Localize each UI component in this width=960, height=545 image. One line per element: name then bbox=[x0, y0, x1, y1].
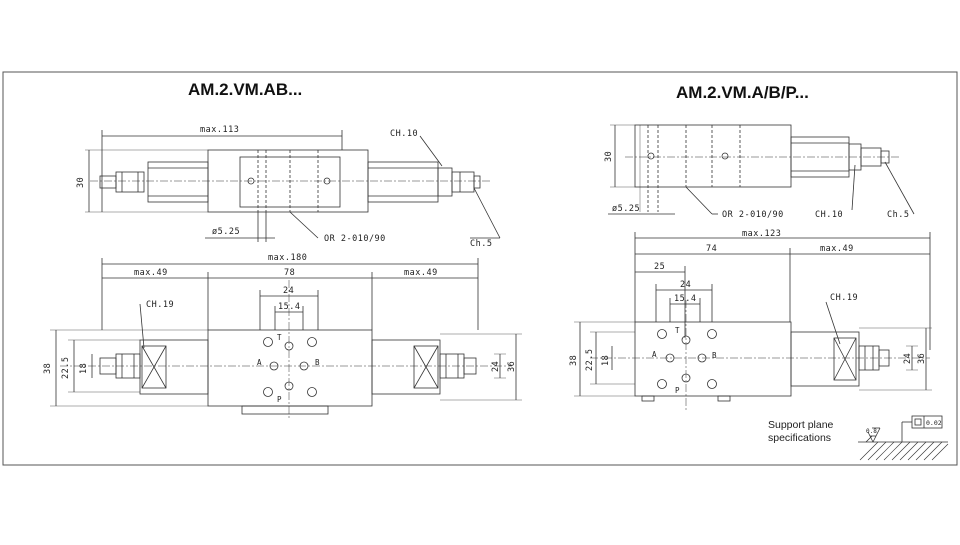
right-bottom-total: max.123 bbox=[742, 229, 781, 239]
left-drawing-title: AM.2.VM.AB... bbox=[188, 80, 303, 99]
right-top-hex-label: CH.10 bbox=[815, 210, 843, 220]
right-v36: 36 bbox=[917, 353, 927, 364]
support-roughness: 0.8 bbox=[866, 428, 877, 435]
right-port-b: B bbox=[712, 351, 717, 360]
left-v18: 18 bbox=[79, 363, 89, 374]
left-top-hole-dia: ø5.25 bbox=[212, 227, 240, 237]
right-top-height: 30 bbox=[604, 151, 614, 162]
right-v22-5: 22.5 bbox=[585, 349, 595, 371]
right-port-t: T bbox=[675, 326, 680, 335]
right-v38: 38 bbox=[569, 355, 579, 366]
right-port-a: A bbox=[652, 350, 657, 359]
right-v18: 18 bbox=[601, 355, 611, 366]
left-v36: 36 bbox=[507, 361, 517, 372]
right-bottom-right: max.49 bbox=[820, 244, 854, 254]
left-port-p: P bbox=[277, 395, 282, 404]
left-bottom-total: max.180 bbox=[268, 253, 307, 263]
left-bottom-view bbox=[50, 258, 522, 420]
right-port-p: P bbox=[675, 386, 680, 395]
right-top-hole-dia: ø5.25 bbox=[612, 204, 640, 214]
left-top-max-length: max.113 bbox=[200, 125, 239, 135]
left-v38: 38 bbox=[43, 363, 53, 374]
left-bottom-right: max.49 bbox=[404, 268, 438, 278]
right-bottom-24: 24 bbox=[680, 280, 691, 290]
right-top-view bbox=[608, 124, 915, 215]
support-line-1: Support plane bbox=[768, 419, 834, 431]
support-line-2: specifications bbox=[768, 432, 832, 444]
right-bottom-74: 74 bbox=[706, 244, 717, 254]
left-port-b: B bbox=[315, 358, 320, 367]
support-plane-label: Support plane specifications bbox=[768, 419, 833, 445]
left-bottom-body: 78 bbox=[284, 268, 295, 278]
left-port-t: T bbox=[277, 333, 282, 342]
left-top-hex-label: CH.10 bbox=[390, 129, 418, 139]
support-plane-symbol bbox=[858, 415, 949, 461]
left-bottom-24: 24 bbox=[283, 286, 294, 296]
right-drawing-title: AM.2.VM.A/B/P... bbox=[676, 83, 809, 102]
right-bottom-hex-label: CH.19 bbox=[830, 293, 858, 303]
left-top-view bbox=[85, 130, 501, 242]
left-v22-5: 22.5 bbox=[61, 357, 71, 379]
left-port-a: A bbox=[257, 358, 262, 367]
right-bottom-25: 25 bbox=[654, 262, 665, 272]
left-v24: 24 bbox=[491, 361, 501, 372]
right-bottom-15-4: 15.4 bbox=[674, 294, 696, 304]
right-v24: 24 bbox=[903, 353, 913, 364]
left-bottom-hex-label: CH.19 bbox=[146, 300, 174, 310]
drawing-frame bbox=[2, 71, 958, 466]
right-top-oring: OR 2-010/90 bbox=[722, 210, 784, 220]
right-bottom-view bbox=[574, 232, 932, 410]
support-flatness: 0.02 bbox=[926, 419, 942, 427]
right-top-small-hex-label: Ch.5 bbox=[887, 210, 909, 220]
left-top-small-hex-label: Ch.5 bbox=[470, 239, 492, 249]
left-top-oring: OR 2-010/90 bbox=[324, 234, 386, 244]
left-top-height: 30 bbox=[76, 177, 86, 188]
left-bottom-15-4: 15.4 bbox=[278, 302, 300, 312]
left-bottom-left: max.49 bbox=[134, 268, 168, 278]
